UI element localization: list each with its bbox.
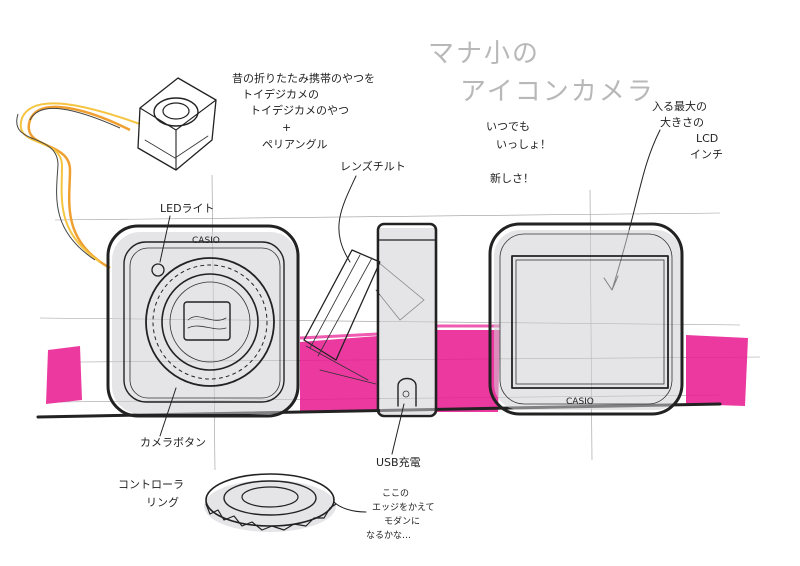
pink-marker-band [46,324,748,412]
camera-button-label: カメラボタン [140,387,206,449]
cap-note-line-1: ここの [382,489,409,499]
strap [16,102,141,270]
lcd-screen [511,255,669,389]
title-line-2: アイコンカメラ [460,77,655,107]
usb-label: USB充電 [376,403,421,469]
anytime-line-1: いつでも [486,120,530,133]
led-light-label: LEDライト [160,202,215,215]
lcd-note-line-3: LCD [696,132,718,145]
marker-band-middle [300,336,378,412]
camera-button-text: カメラボタン [140,436,206,449]
back-view-camera: CASIO [488,222,684,416]
strap-note-line-2: トイデジカメの [242,87,319,101]
strap-note-line-1: 昔の折りたたみ携帯のやつを [232,71,375,85]
lcd-note-line-2: 大きさの [660,115,704,129]
small-camera-sketch [137,77,217,171]
strap-note-line-5: ペリアングル [262,137,328,151]
back-brand-label: CASIO [566,397,594,407]
title-handwriting: マナ小の アイコンカメラ [428,39,655,107]
cap-note-line-3: モダンに [384,515,420,527]
cap-note-line-2: エッジをかえて [372,502,435,513]
fresh-note: 新しさ！ [490,171,534,185]
lens-tilt-label: レンズチルト [338,159,406,263]
marker-band-left [46,346,82,404]
strap-note: 昔の折りたたみ携帯のやつを トイデジカメの トイデジカメのやつ + ペリアングル [232,71,375,151]
lens-sensor [183,301,231,341]
cap-note: ここの エッジをかえて モダンに なるかな… [333,489,435,541]
front-brand-label: CASIO [192,236,220,246]
title-line-1: マナ小の [428,39,540,69]
front-view-camera: CASIO [106,224,300,418]
anytime-line-2: いっしょ！ [496,138,551,151]
usb-charge-text: USB充電 [376,455,421,469]
controller-ring-label: コントローラ リング [118,478,184,509]
cap-sketch [204,473,337,532]
led-light [151,263,165,277]
strap-note-line-3: トイデジカメのやつ [250,103,349,117]
side-view-camera [303,222,438,418]
lens-outer [161,273,259,371]
lcd-note: 入る最大の 大きさの LCD インチ [603,99,723,291]
marker-band-right [686,335,748,406]
lcd-note-line-1: 入る最大の [652,99,707,113]
led-label: LEDライト [159,202,215,263]
anytime-note: いつでも いっしょ！ 新しさ！ [486,120,551,185]
usb-port [397,377,417,407]
lens-tilt-text: レンズチルト [340,159,406,173]
cap-note-line-4: なるかな… [366,530,411,541]
lcd-note-line-4: インチ [690,148,723,161]
controller-ring-line-1: コントローラ [118,478,184,491]
controller-ring-line-2: リング [146,495,179,509]
controller-ring [145,257,275,387]
marker-band-mid2 [436,330,500,412]
strap-note-line-4: + [282,121,291,134]
